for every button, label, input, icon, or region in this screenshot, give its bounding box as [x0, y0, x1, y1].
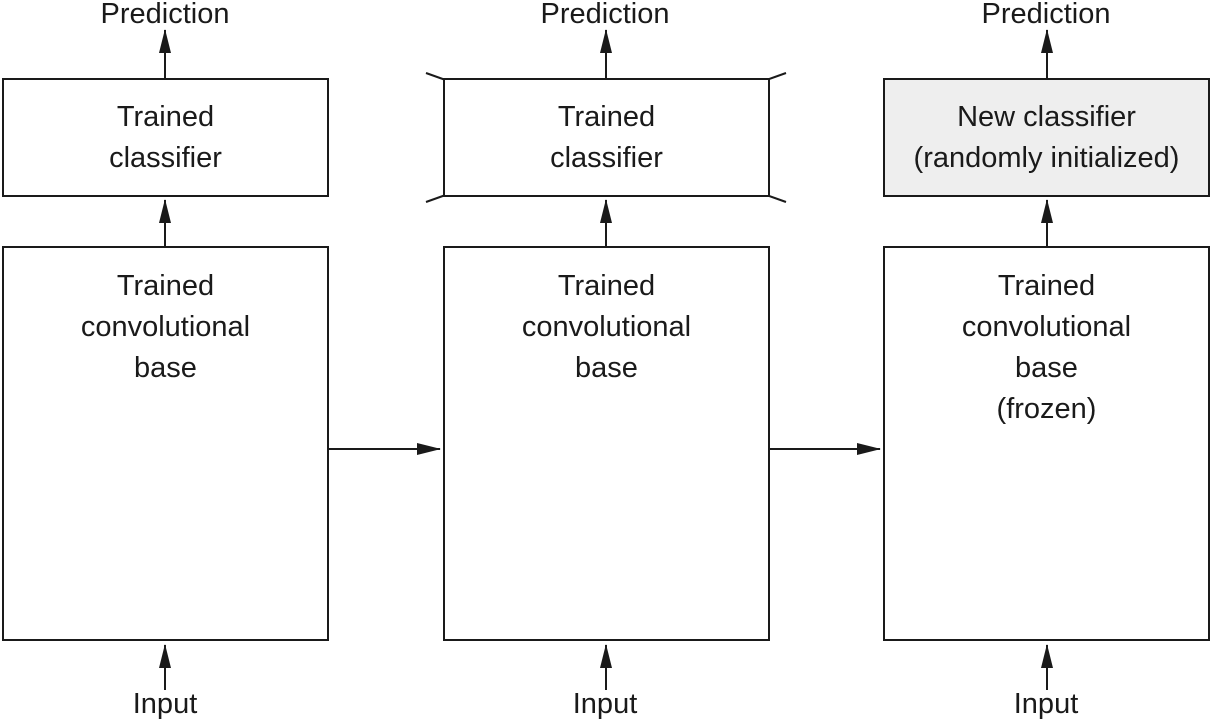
conv-base-box-2: Trained convolutional base [443, 246, 770, 641]
input-label-1: Input [132, 688, 198, 720]
base-line: Trained [557, 270, 656, 302]
classifier-line: Trained [557, 101, 656, 133]
input-label-2: Input [572, 688, 638, 720]
base-line: convolutional [80, 311, 251, 343]
base-line: (frozen) [996, 393, 1097, 425]
classifier-line: Trained [116, 101, 215, 133]
base-line: base [134, 352, 197, 384]
input-label-3: Input [1013, 688, 1079, 720]
base-line: base [1015, 352, 1078, 384]
classifier-line: classifier [550, 142, 663, 174]
base-line: Trained [116, 270, 215, 302]
classifier-box-2-discarded: Trained classifier [443, 78, 770, 197]
classifier-line: classifier [109, 142, 222, 174]
base-line: convolutional [521, 311, 692, 343]
conv-base-box-1: Trained convolutional base [2, 246, 329, 641]
prediction-label-2: Prediction [540, 0, 670, 30]
base-line: Trained [997, 270, 1096, 302]
classifier-line: (randomly initialized) [913, 142, 1180, 174]
classifier-line: New classifier [957, 101, 1136, 133]
conv-base-box-3-frozen: Trained convolutional base (frozen) [883, 246, 1210, 641]
prediction-label-1: Prediction [100, 0, 230, 30]
base-line: convolutional [961, 311, 1132, 343]
classifier-box-1: Trained classifier [2, 78, 329, 197]
new-classifier-box-3: New classifier (randomly initialized) [883, 78, 1210, 197]
prediction-label-3: Prediction [981, 0, 1111, 30]
base-line: base [575, 352, 638, 384]
